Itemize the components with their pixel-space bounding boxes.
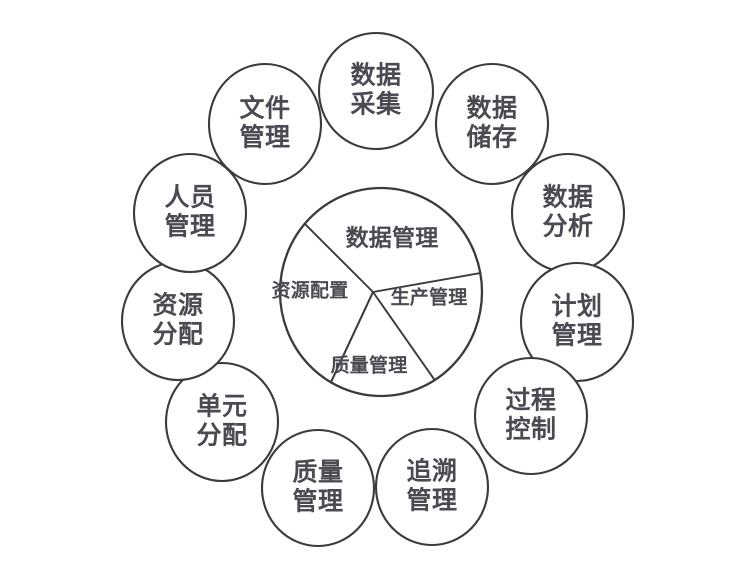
hub-sector-label-resource-configuration: 资源配置 <box>272 279 349 302</box>
center-hub-circle[interactable] <box>278 186 484 398</box>
hub-sector-label-data-management: 数据管理 <box>346 225 439 252</box>
node-label-unit-allocation: 单元 <box>196 392 247 421</box>
hub-sector-dividers <box>303 222 482 384</box>
node-label-process-control: 过程 <box>505 386 556 415</box>
node-label-resource-allocation: 分配 <box>152 320 203 349</box>
node-label-file-management: 管理 <box>239 123 290 152</box>
node-label-data-analysis: 分析 <box>542 212 593 241</box>
node-circle-file-management[interactable] <box>207 62 323 186</box>
node-label-file-management: 文件 <box>239 94 290 123</box>
ring-node-quality-management-node[interactable]: 质量管理 <box>260 428 376 548</box>
sector-divider--55 <box>372 291 436 382</box>
node-label-trace-management: 追溯 <box>406 457 457 486</box>
outer-ring-group: 数据采集数据储存数据分析计划管理过程控制追溯管理质量管理单元分配资源分配人员管理… <box>120 31 635 548</box>
sector-divider-10 <box>372 272 482 293</box>
node-label-data-analysis: 数据 <box>542 183 593 212</box>
node-circle-personnel-management[interactable] <box>132 152 248 274</box>
sector-divider-245 <box>329 291 374 384</box>
node-label-data-storage: 储存 <box>466 123 517 152</box>
node-label-data-collection: 数据 <box>350 61 401 90</box>
node-circle-trace-management[interactable] <box>374 427 490 547</box>
node-circle-unit-allocation[interactable] <box>164 361 280 483</box>
node-label-plan-management: 计划 <box>551 292 602 321</box>
node-circle-data-collection[interactable] <box>317 31 435 151</box>
node-label-unit-allocation: 分配 <box>196 421 247 450</box>
node-label-quality-management-node: 管理 <box>292 487 343 516</box>
node-label-data-collection: 采集 <box>350 90 402 119</box>
node-label-quality-management-node: 质量 <box>292 458 343 487</box>
node-circle-data-storage[interactable] <box>434 62 550 186</box>
node-label-trace-management: 管理 <box>406 486 457 515</box>
sector-divider-135 <box>303 222 374 293</box>
hub-sector-label-quality-management: 质量管理 <box>331 354 408 377</box>
node-circle-process-control[interactable] <box>473 356 589 476</box>
node-label-personnel-management: 人员 <box>164 183 215 212</box>
node-label-data-storage: 数据 <box>466 94 517 123</box>
hub-sector-label-production-management: 生产管理 <box>391 286 468 309</box>
node-circle-quality-management-node[interactable] <box>260 428 376 548</box>
node-label-process-control: 控制 <box>505 415 556 444</box>
node-label-plan-management: 管理 <box>551 321 602 350</box>
node-label-resource-allocation: 资源 <box>152 291 203 320</box>
node-label-personnel-management: 管理 <box>164 212 215 241</box>
